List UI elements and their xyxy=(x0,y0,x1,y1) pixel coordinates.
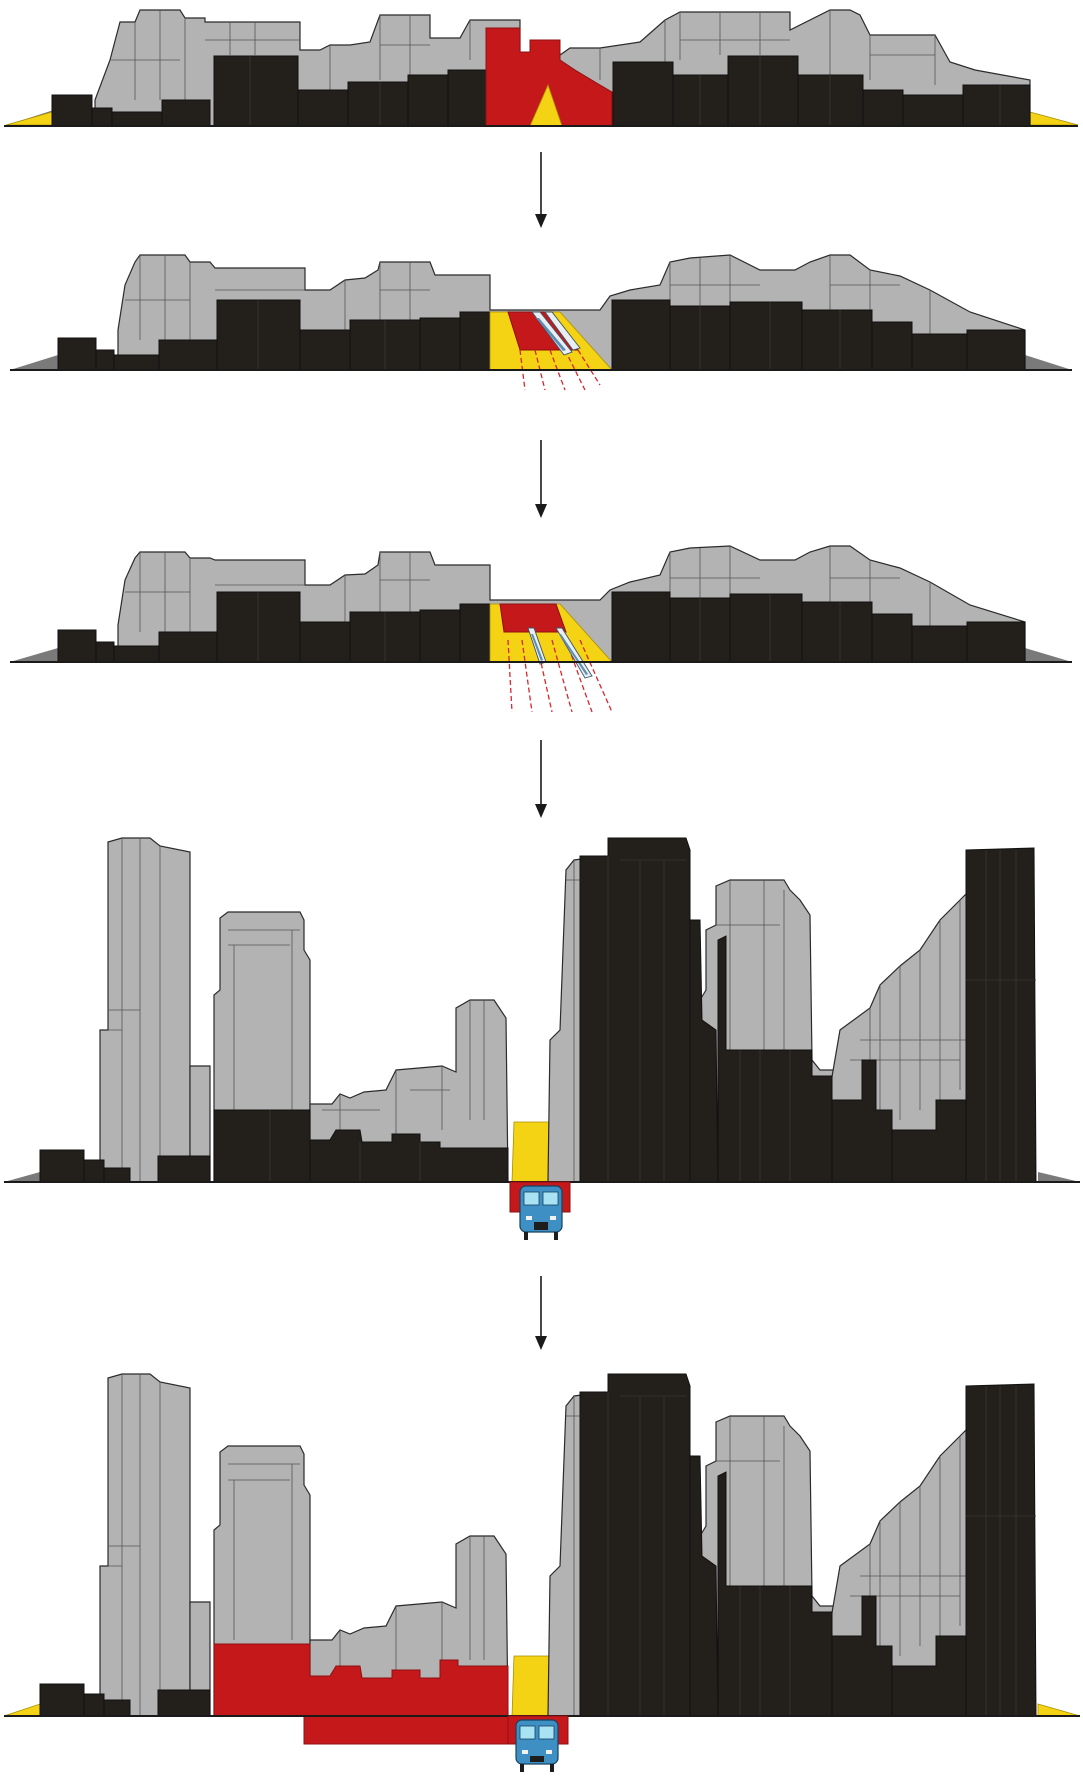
street-left-edge xyxy=(6,112,52,125)
ground-wedge-left xyxy=(10,355,58,370)
arrow-down-icon xyxy=(535,152,547,228)
panel-2-skyline xyxy=(10,255,1072,390)
panel-1-skyline xyxy=(4,10,1078,126)
arrow-down-icon xyxy=(535,440,547,518)
ground-wedge-right xyxy=(1025,355,1072,370)
arrow-down-icon xyxy=(535,1276,547,1350)
street-right-edge xyxy=(1030,112,1078,125)
ground-wedge-right xyxy=(1038,1172,1080,1182)
arrow-down-icon xyxy=(535,740,547,818)
panel-4-section xyxy=(4,838,1080,1240)
ground-wedge-left xyxy=(10,648,58,662)
panel-5-section xyxy=(4,1374,1080,1772)
train-icon xyxy=(520,1186,562,1240)
train-icon xyxy=(516,1720,558,1772)
ground-wedge-right xyxy=(1025,648,1072,662)
street-right-edge xyxy=(1038,1704,1080,1716)
ground-wedge-left xyxy=(4,1172,40,1182)
panel-3-skyline xyxy=(10,546,1072,712)
street-left-edge xyxy=(4,1704,40,1716)
